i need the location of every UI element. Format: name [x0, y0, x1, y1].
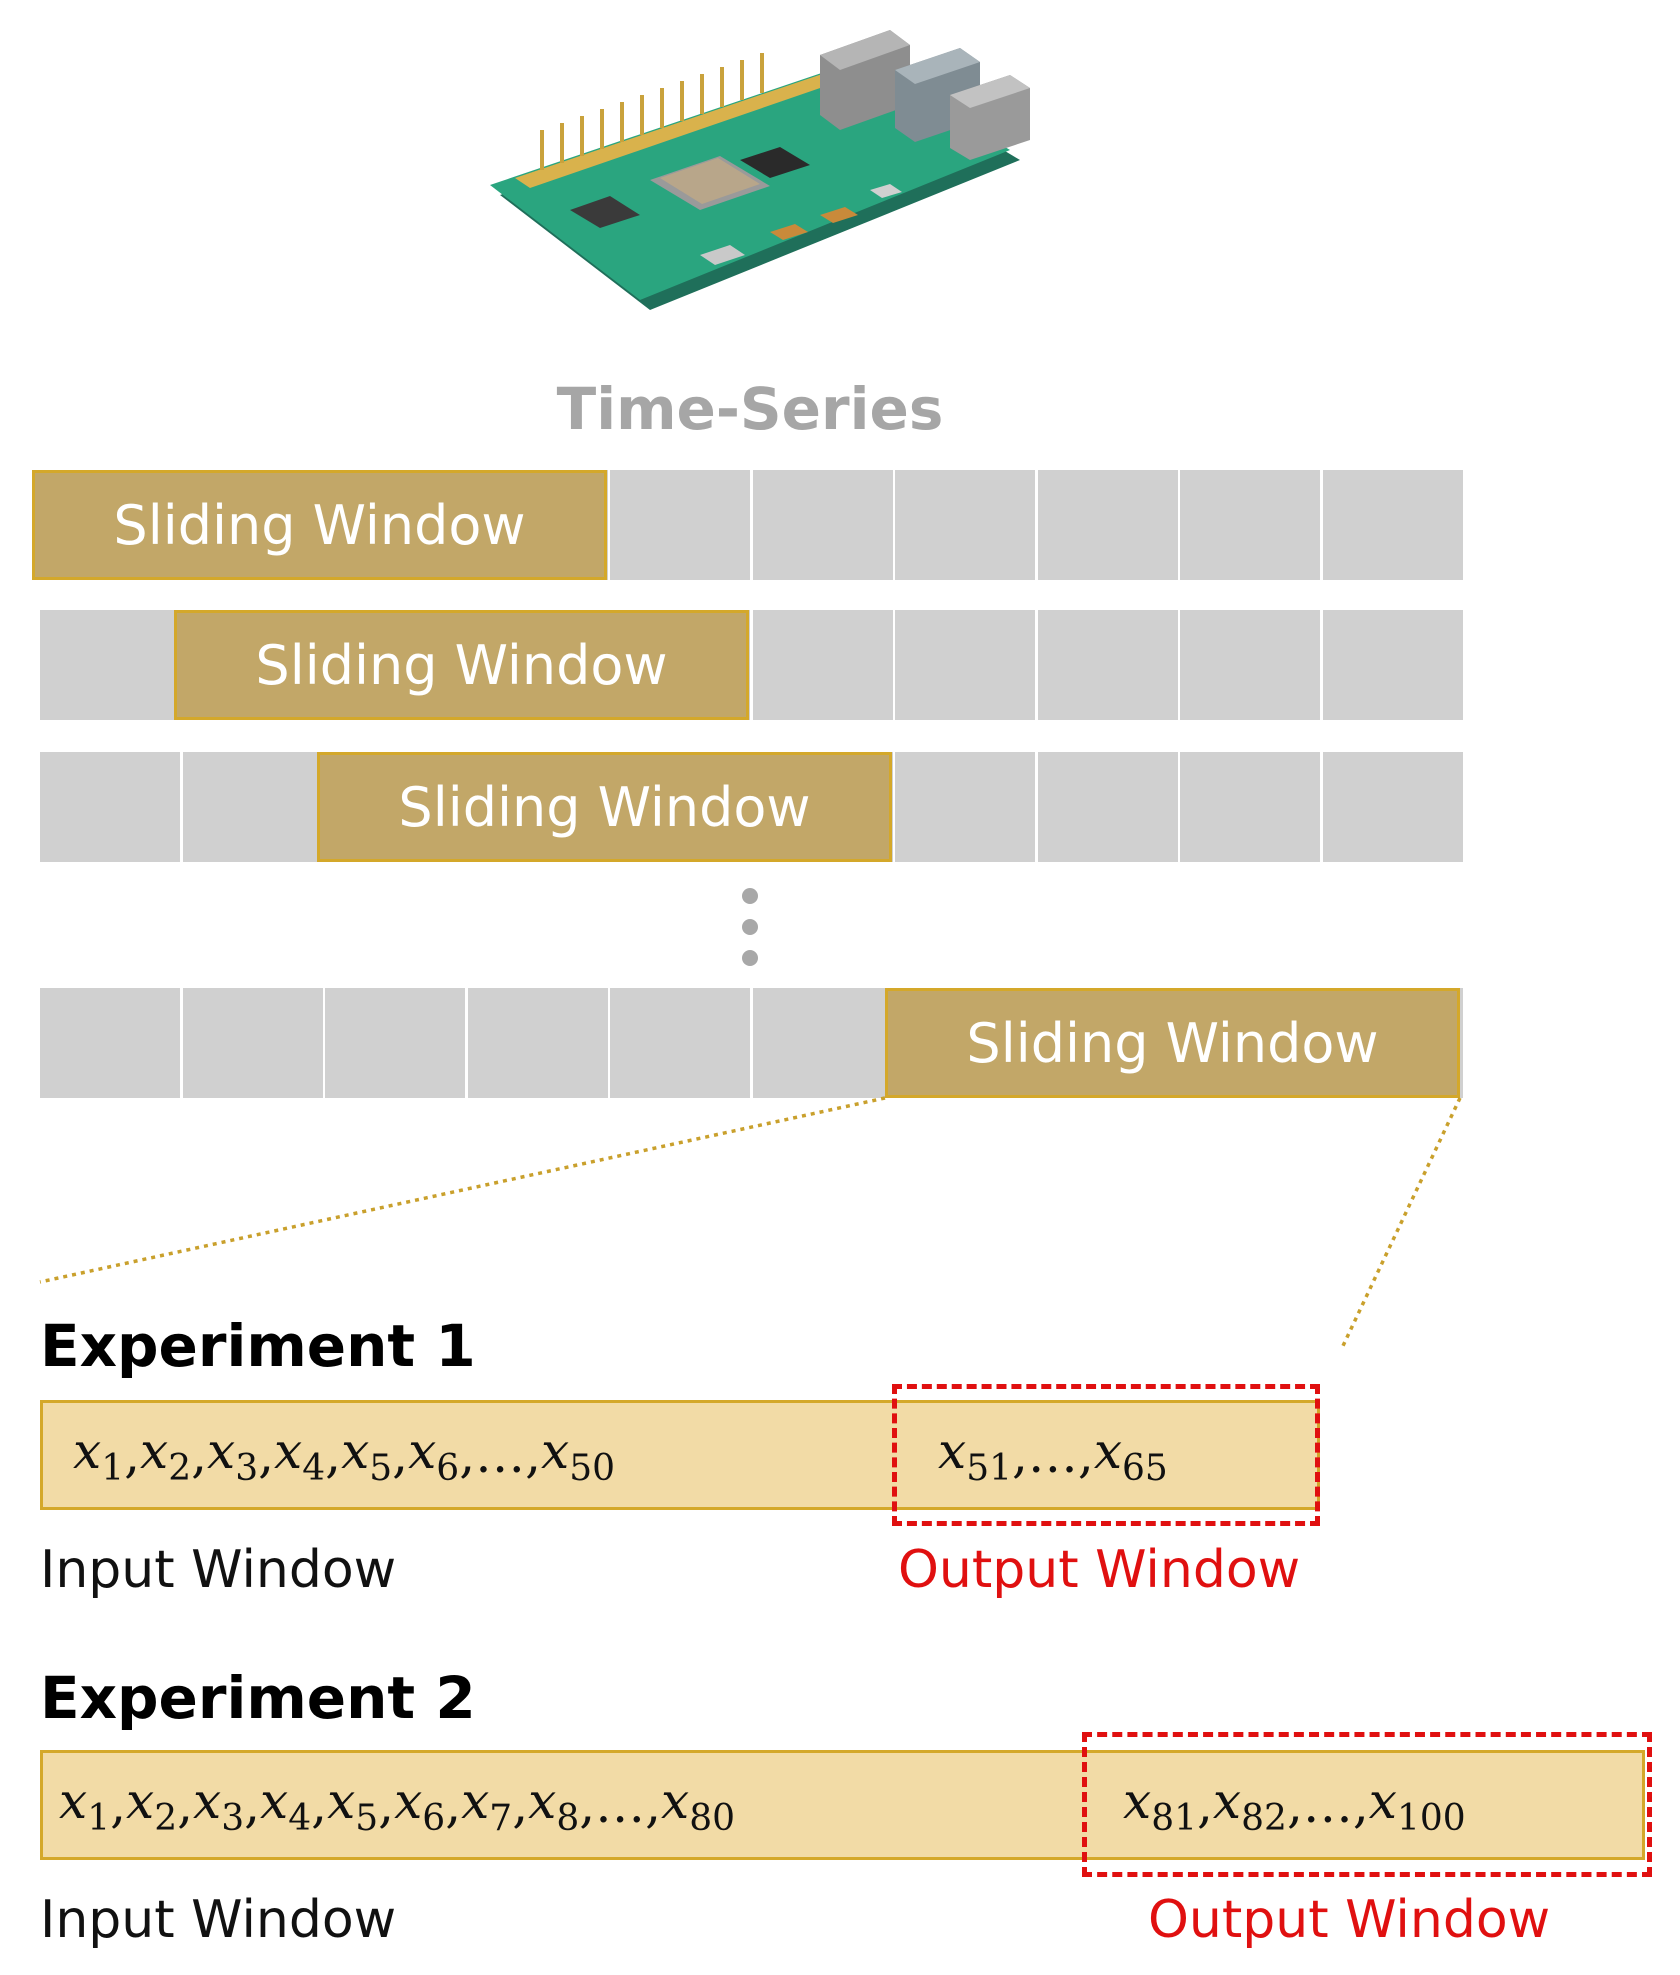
sequence-term: x2	[140, 1421, 192, 1489]
sequence-ellipsis: …	[1302, 1776, 1353, 1834]
experiment-2-output-box	[1082, 1732, 1652, 1877]
experiment-1-output-label: Output Window	[898, 1540, 1301, 1600]
experiment-1-input-label: Input Window	[40, 1540, 397, 1600]
time-series-title: Time-Series	[556, 375, 944, 443]
sequence-term: x8	[528, 1771, 580, 1839]
time-step-cell	[1037, 752, 1178, 862]
sequence-separator: ,	[378, 1776, 395, 1834]
sliding-window: Sliding Window	[32, 470, 607, 580]
sequence-term: x1	[73, 1421, 125, 1489]
sequence-term: x1	[59, 1771, 111, 1839]
sequence-separator: ,	[1012, 1426, 1028, 1484]
time-step-cell	[1037, 610, 1178, 720]
time-step-cell	[182, 988, 323, 1098]
experiment-2-title: Experiment 2	[40, 1664, 476, 1732]
raspberry-pi-board-icon	[490, 30, 1030, 310]
sequence-term: x3	[193, 1771, 245, 1839]
sequence-term: x6	[408, 1421, 460, 1489]
sequence-term: x5	[341, 1421, 393, 1489]
time-step-cell	[467, 988, 608, 1098]
sequence-separator: ,	[445, 1776, 462, 1834]
sequence-separator: ,	[579, 1776, 596, 1834]
experiment-1-output-box	[892, 1384, 1320, 1526]
time-step-cell	[895, 470, 1035, 580]
sequence-term: x65	[1093, 1421, 1168, 1489]
sequence-separator: ,	[124, 1426, 141, 1484]
time-step-cell	[752, 988, 893, 1098]
experiment-2-window-bar: x1, x2, x3, x4, x5, x6, x7, x8, …, x80 x…	[40, 1750, 1645, 1860]
sequence-term: x6	[394, 1771, 446, 1839]
time-step-cell	[40, 610, 180, 720]
sliding-window: Sliding Window	[174, 610, 749, 720]
sequence-term: x100	[1368, 1771, 1466, 1839]
sequence-ellipsis: …	[475, 1426, 526, 1484]
sequence-term: x5	[327, 1771, 379, 1839]
time-step-cell	[895, 752, 1035, 862]
experiment-1-input-sequence: x1, x2, x3, x4, x5, x6, …, x50	[73, 1403, 615, 1507]
time-step-cell	[1180, 752, 1320, 862]
experiment-2-output-label: Output Window	[1148, 1890, 1551, 1950]
sliding-window: Sliding Window	[317, 752, 892, 862]
sequence-ellipsis: …	[1027, 1426, 1078, 1484]
sequence-separator: ,	[525, 1426, 541, 1484]
sequence-separator: ,	[512, 1776, 529, 1834]
sequence-separator: ,	[1077, 1426, 1094, 1484]
sequence-separator: ,	[392, 1426, 409, 1484]
time-step-cell	[895, 610, 1035, 720]
time-step-cell	[1322, 470, 1463, 580]
sequence-term: x80	[661, 1771, 736, 1839]
experiment-1-title: Experiment 1	[40, 1312, 476, 1380]
vertical-ellipsis-icon	[742, 888, 758, 981]
sequence-separator: ,	[325, 1426, 342, 1484]
time-step-cell	[40, 988, 180, 1098]
time-step-cell	[610, 470, 750, 580]
time-step-cell	[610, 988, 750, 1098]
sequence-separator: ,	[311, 1776, 328, 1834]
time-step-cell	[752, 610, 893, 720]
sequence-separator: ,	[177, 1776, 194, 1834]
time-step-cell	[182, 752, 323, 862]
sequence-separator: ,	[459, 1426, 476, 1484]
time-step-cell	[1180, 470, 1320, 580]
sequence-separator: ,	[1352, 1776, 1369, 1834]
sequence-term: x51	[938, 1421, 1013, 1489]
experiment-1-output-sequence: x51, …, x65	[938, 1403, 1168, 1507]
sequence-separator: ,	[1286, 1776, 1303, 1834]
sequence-separator: ,	[244, 1776, 261, 1834]
sequence-term: x4	[260, 1771, 312, 1839]
sliding-window: Sliding Window	[885, 988, 1460, 1098]
sequence-term: x2	[126, 1771, 178, 1839]
time-step-cell	[40, 752, 180, 862]
experiment-2-input-sequence: x1, x2, x3, x4, x5, x6, x7, x8, …, x80	[59, 1753, 735, 1857]
experiment-1-window-bar: x1, x2, x3, x4, x5, x6, …, x50 x51, …, x…	[40, 1400, 1320, 1510]
sequence-ellipsis: …	[595, 1776, 646, 1834]
time-step-cell	[1322, 752, 1463, 862]
time-step-cell	[325, 988, 465, 1098]
time-step-cell	[1180, 610, 1320, 720]
sequence-term: x7	[461, 1771, 513, 1839]
sequence-term: x81	[1123, 1771, 1198, 1839]
experiment-2-input-label: Input Window	[40, 1890, 397, 1950]
sequence-separator: ,	[258, 1426, 275, 1484]
sequence-term: x82	[1212, 1771, 1287, 1839]
sequence-separator: ,	[191, 1426, 208, 1484]
sequence-separator: ,	[110, 1776, 127, 1834]
time-step-cell	[752, 470, 893, 580]
time-step-cell	[1037, 470, 1178, 580]
sequence-separator: ,	[645, 1776, 662, 1834]
sequence-term: x4	[274, 1421, 326, 1489]
sequence-term: x3	[207, 1421, 259, 1489]
sequence-separator: ,	[1197, 1776, 1213, 1834]
experiment-2-output-sequence: x81, x82, …, x100	[1123, 1753, 1466, 1857]
time-step-cell	[1322, 610, 1463, 720]
sequence-term: x50	[541, 1421, 616, 1489]
